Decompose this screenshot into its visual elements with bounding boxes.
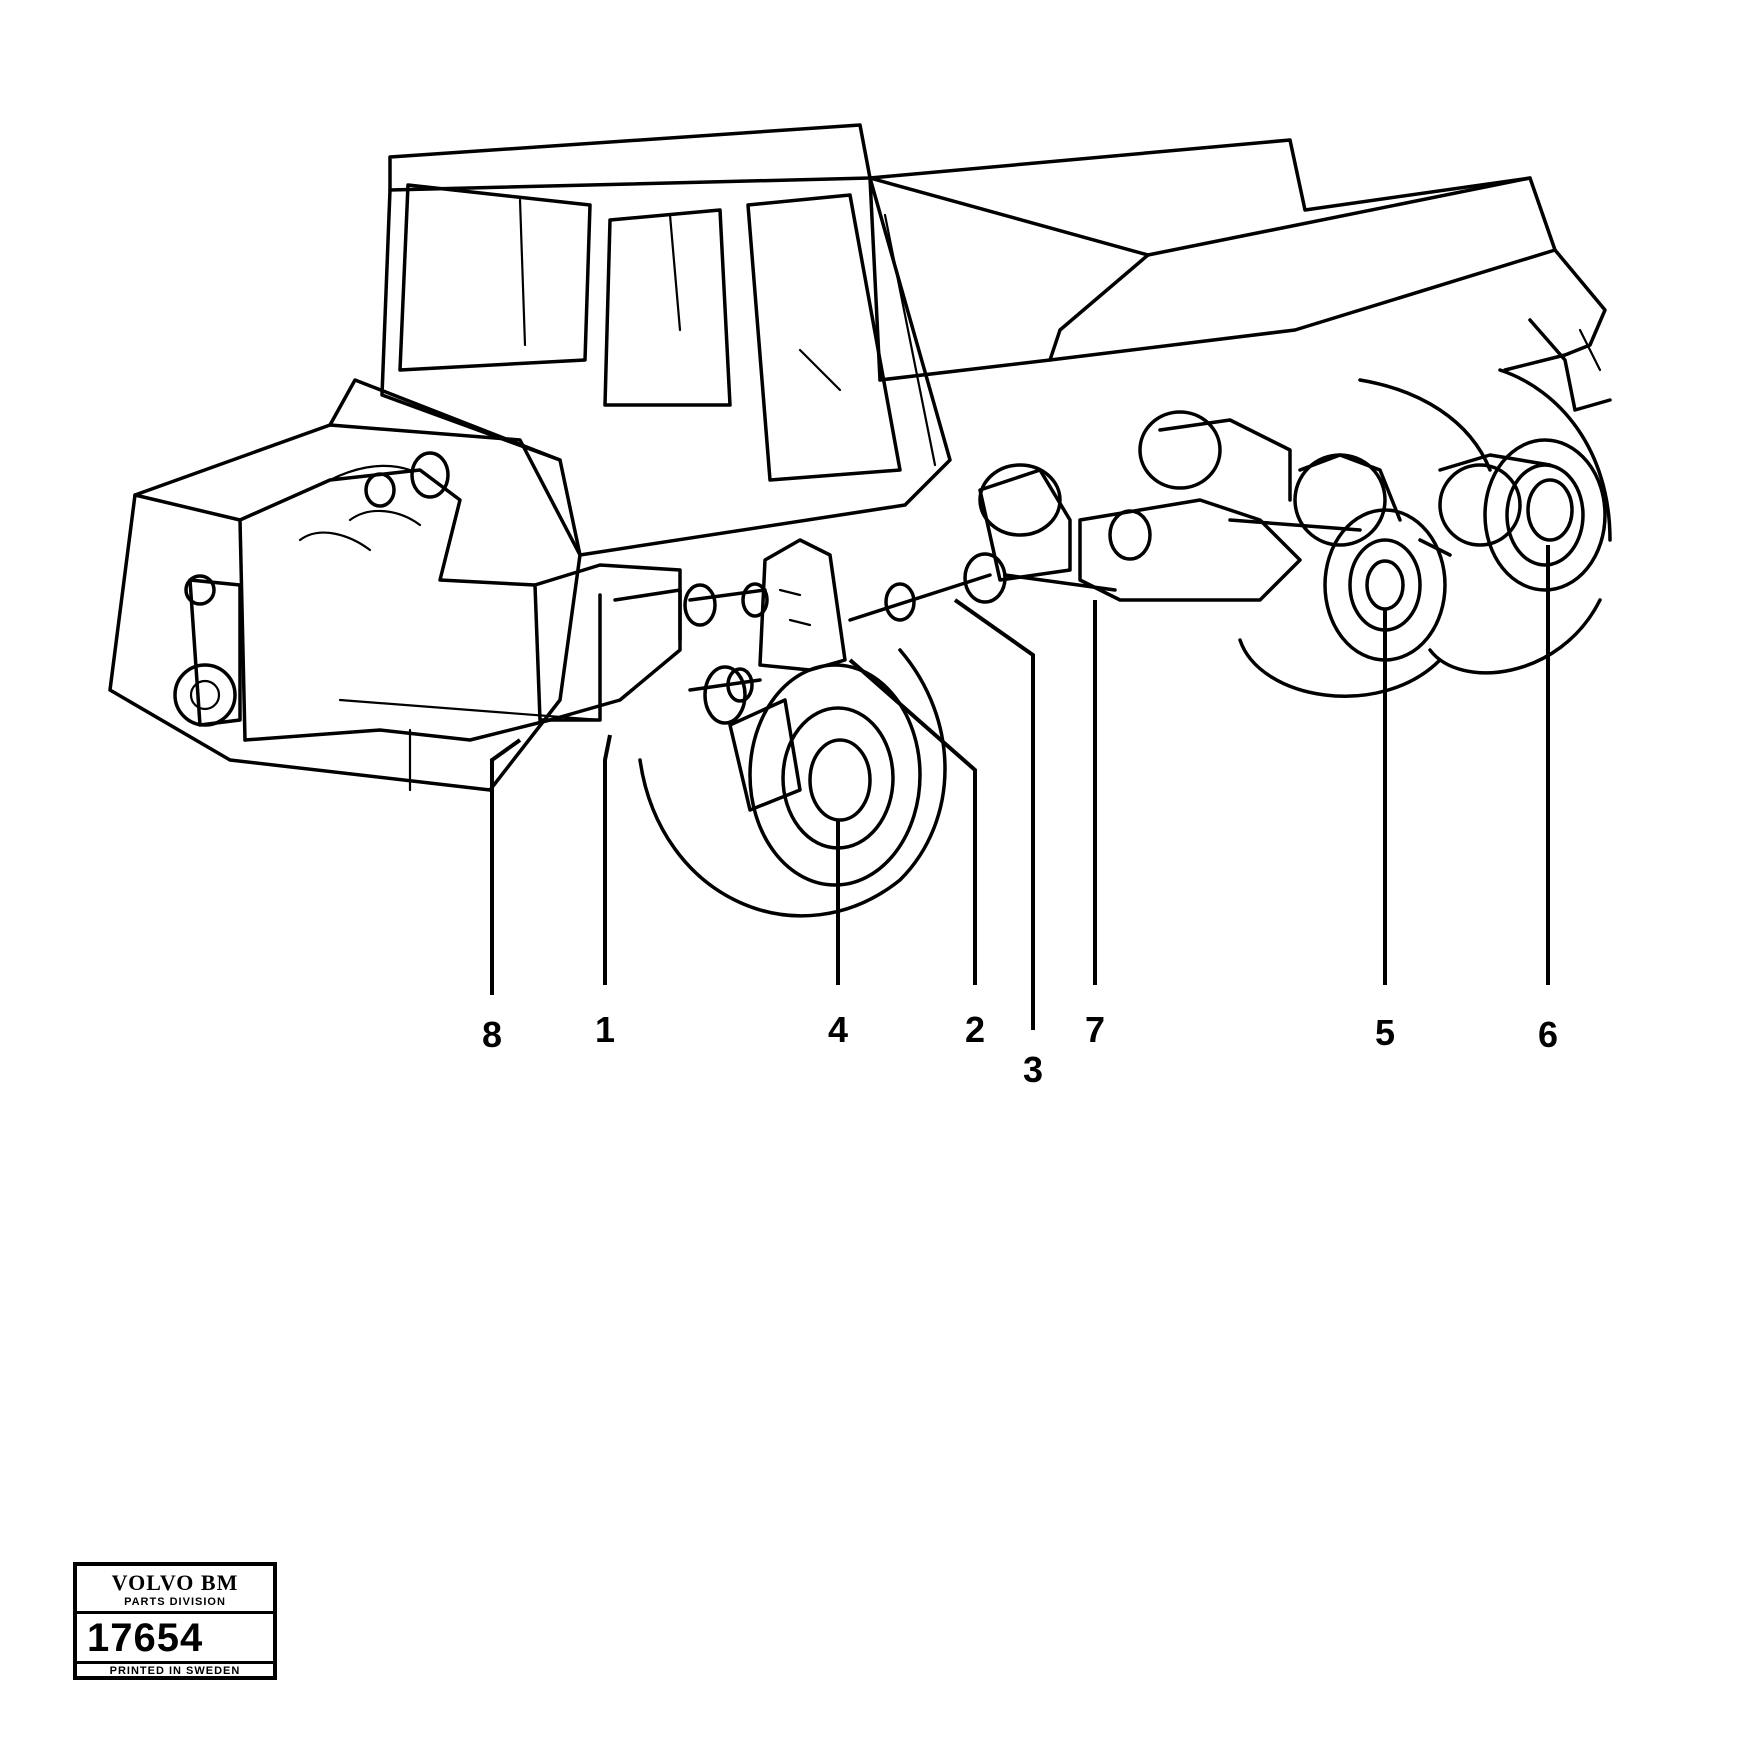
callout-8: 8 (481, 1014, 503, 1055)
stamp-brand: VOLVO BM (111, 1570, 239, 1595)
parts-division-stamp: VOLVO BM PARTS DIVISION 17654 PRINTED IN… (73, 1562, 277, 1680)
leader-2 (848, 658, 977, 985)
rear-bogie (978, 368, 1612, 698)
callout-4: 4 (827, 1009, 849, 1050)
callout-5: 5 (1374, 1012, 1396, 1053)
leader-lines (490, 545, 1550, 1030)
stamp-division: PARTS DIVISION (124, 1596, 226, 1608)
leader-3 (953, 598, 1035, 1030)
leader-8 (490, 738, 522, 995)
callout-3: 3 (1022, 1049, 1044, 1090)
transfer-case (683, 538, 847, 703)
callout-6: 6 (1537, 1014, 1559, 1055)
propeller-shaft (848, 552, 1117, 622)
callout-2: 2 (964, 1009, 986, 1050)
dump-body (868, 138, 1612, 412)
stamp-divider (77, 1661, 273, 1664)
stamp-number: 17654 (87, 1616, 204, 1660)
callout-7: 7 (1084, 1009, 1106, 1050)
front-wheel (638, 648, 947, 918)
stamp-printed: PRINTED IN SWEDEN (109, 1665, 241, 1677)
callout-1: 1 (594, 1009, 616, 1050)
engine-and-transmission (173, 451, 682, 742)
stamp-divider (77, 1611, 273, 1614)
cab (380, 123, 952, 557)
leader-1 (603, 734, 612, 985)
